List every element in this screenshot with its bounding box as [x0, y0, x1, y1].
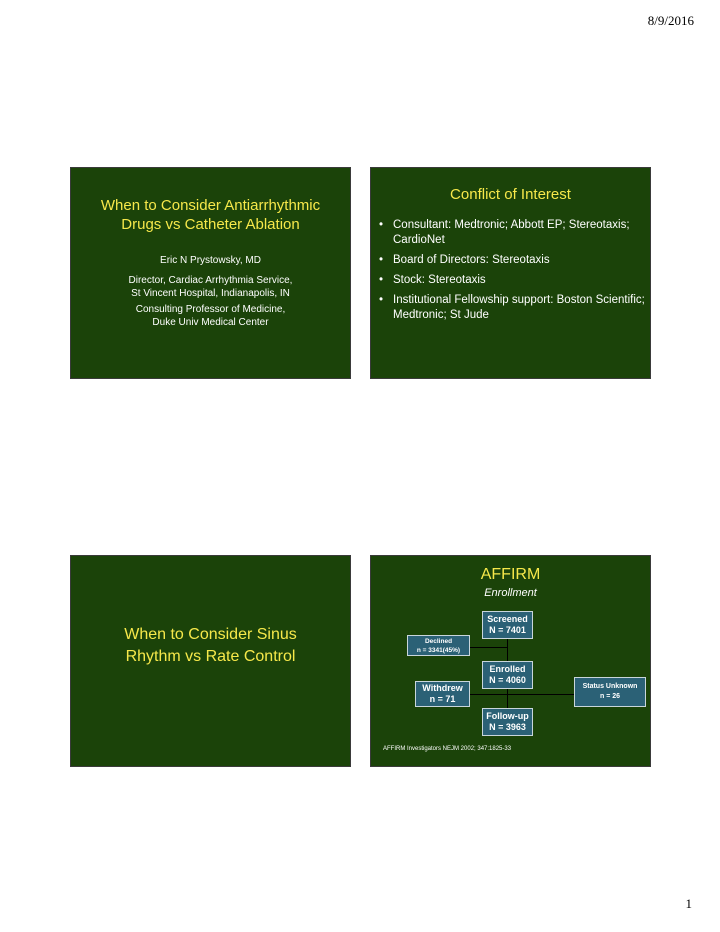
bullet-icon: •: [379, 294, 384, 306]
list-item: • Consultant: Medtronic; Abbott EP; Stere…: [379, 218, 647, 248]
flow-box-count: n = 3341(45%): [416, 646, 461, 654]
slide-title: When to Consider Antiarrhythmic Drugs vs…: [71, 196, 350, 234]
affiliation-line: Consulting Professor of Medicine,: [135, 304, 286, 315]
flow-connector: [507, 639, 508, 661]
list-item-text: Institutional Fellowship support: Boston…: [393, 294, 645, 321]
list-item: • Stock: Stereotaxis: [379, 273, 647, 288]
flow-connector: [507, 689, 508, 708]
citation: AFFIRM Investigators NEJM 2002; 347:1825…: [383, 746, 512, 752]
author-affiliation: Director, Cardiac Arrhythmia Service, St…: [71, 274, 350, 300]
slide-subtitle: Enrollment: [484, 587, 537, 599]
slide-conflict-of-interest: Conflict of Interest • Consultant: Medtro…: [370, 167, 651, 379]
flow-box-label: Withdrew: [422, 683, 463, 693]
author-name: Eric N Prystowsky, MD: [160, 255, 261, 266]
flow-box-count: N = 3963: [489, 722, 526, 732]
header-date: 8/9/2016: [647, 13, 694, 28]
bullet-icon: •: [379, 254, 384, 266]
slide-title-line: When to Consider Antiarrhythmic: [100, 197, 321, 214]
list-item-text: Stock: Stereotaxis: [393, 274, 486, 286]
slide-sinus-rhythm: When to Consider Sinus Rhythm vs Rate Co…: [70, 555, 351, 767]
slide-title: Conflict of Interest: [450, 186, 571, 203]
flow-connector: [470, 647, 507, 648]
bullet-icon: •: [379, 274, 384, 286]
flow-box-count: N = 4060: [489, 675, 526, 685]
slide-title-line: Rhythm vs Rate Control: [125, 648, 296, 665]
flow-box-screened: Screened N = 7401: [482, 611, 533, 639]
flow-box-enrolled: Enrolled N = 4060: [482, 661, 533, 689]
flow-box-withdrew: Withdrew n = 71: [415, 681, 470, 707]
flow-box-count: n = 26: [599, 693, 621, 700]
author-affiliation: Consulting Professor of Medicine, Duke U…: [71, 303, 350, 329]
list-item: • Board of Directors: Stereotaxis: [379, 253, 647, 268]
flow-box-followup: Follow-up N = 3963: [482, 708, 533, 736]
affiliation-line: St Vincent Hospital, Indianapolis, IN: [131, 288, 290, 299]
list-item-text: Consultant: Medtronic; Abbott EP; Stereo…: [393, 219, 630, 246]
flow-box-count: n = 71: [429, 694, 456, 704]
page-number: 1: [685, 896, 693, 911]
list-item: • Institutional Fellowship support: Bosto…: [379, 293, 647, 323]
list-item-text: Board of Directors: Stereotaxis: [393, 254, 550, 266]
slide-title-antiarrhythmic: When to Consider Antiarrhythmic Drugs vs…: [70, 167, 351, 379]
flow-box-label: Declined: [424, 637, 453, 645]
slide-title: When to Consider Sinus Rhythm vs Rate Co…: [71, 624, 350, 668]
slide-affirm-enrollment: AFFIRM Enrollment Screened N = 7401 Decl…: [370, 555, 651, 767]
flow-connector: [470, 694, 574, 695]
bullet-list: • Consultant: Medtronic; Abbott EP; Stere…: [379, 218, 647, 328]
slide-title-line: When to Consider Sinus: [124, 626, 297, 643]
flow-box-count: N = 7401: [489, 625, 526, 635]
flow-box-status-unknown: Status Unknown n = 26: [574, 677, 646, 707]
flow-box-label: Follow-up: [486, 711, 529, 721]
affiliation-line: Director, Cardiac Arrhythmia Service,: [128, 275, 293, 286]
slide-title: AFFIRM: [480, 566, 541, 583]
flow-box-declined: Declined n = 3341(45%): [407, 635, 470, 656]
flow-box-label: Screened: [487, 614, 528, 624]
bullet-icon: •: [379, 219, 384, 231]
slide-title-line: Drugs vs Catheter Ablation: [121, 216, 300, 233]
flow-box-label: Status Unknown: [582, 683, 638, 690]
affiliation-line: Duke Univ Medical Center: [152, 317, 269, 328]
flow-box-label: Enrolled: [489, 664, 526, 674]
